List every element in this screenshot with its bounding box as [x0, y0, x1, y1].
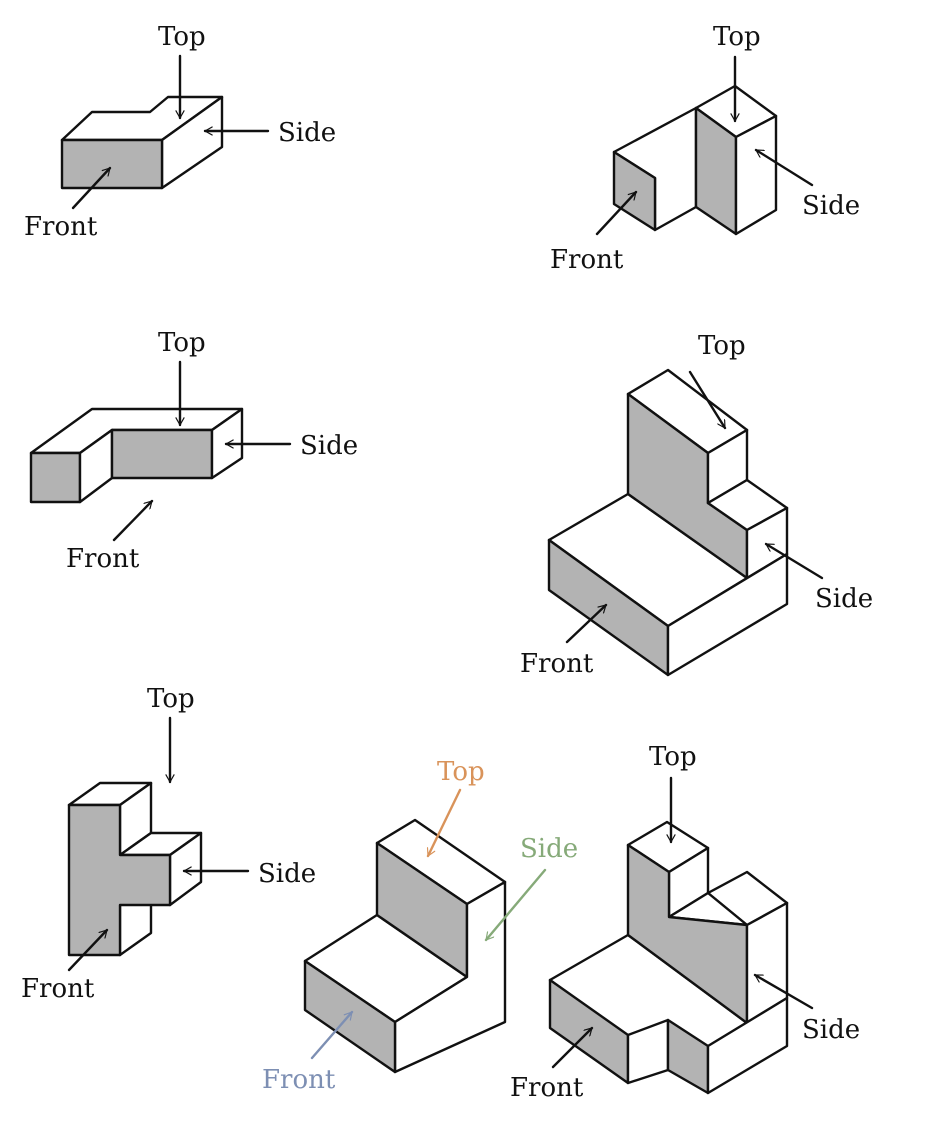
- figure-7-side-arrow: [753, 973, 814, 1010]
- figure-6-side-arrow: [484, 868, 547, 942]
- figure-3-side-label: Side: [300, 431, 358, 461]
- figure-4-side-label: Side: [815, 584, 873, 614]
- figure-7: Top Side Front: [510, 742, 860, 1103]
- figure-1-solid: [60, 95, 224, 190]
- figure-5-front-arrow: [67, 928, 109, 972]
- figure-4: Top Side Front: [520, 331, 873, 679]
- figure-4-side-arrow: [764, 542, 824, 580]
- figure-2-top-label: Top: [713, 22, 761, 52]
- figure-2-solid: [612, 84, 778, 236]
- figure-4-top-arrow: [688, 370, 727, 430]
- figure-1-top-label: Top: [158, 22, 206, 52]
- figure-1: Top Side Front: [24, 22, 336, 242]
- figure-2-front-label: Front: [550, 245, 624, 275]
- figure-4-top-label: Top: [698, 331, 746, 361]
- figure-1-side-label: Side: [278, 118, 336, 148]
- figure-6: Top Side Front: [262, 757, 578, 1095]
- figure-3-front-arrow: [112, 499, 154, 542]
- figure-7-front-arrow: [551, 1026, 594, 1069]
- figure-3-top-label: Top: [158, 328, 206, 358]
- figure-4-solid: [547, 368, 789, 677]
- figure-6-solid: [303, 818, 507, 1074]
- figure-4-front-label: Front: [520, 649, 594, 679]
- figure-1-front-label: Front: [24, 212, 98, 242]
- figure-3-solid: [29, 407, 244, 504]
- figure-6-side-label: Side: [520, 834, 578, 864]
- figure-7-solid: [548, 820, 789, 1095]
- figure-7-top-label: Top: [649, 742, 697, 772]
- figure-5-side-label: Side: [258, 859, 316, 889]
- figure-2-side-arrow: [754, 148, 814, 187]
- figure-6-front-arrow: [310, 1010, 354, 1060]
- figure-5: Top Side Front: [21, 684, 316, 1004]
- figure-2: Top Side Front: [550, 22, 860, 275]
- figure-5-front-label: Front: [21, 974, 95, 1004]
- figure-3-front-label: Front: [66, 544, 140, 574]
- figure-7-side-label: Side: [802, 1015, 860, 1045]
- figure-4-front-arrow: [565, 603, 608, 644]
- figure-5-solid: [67, 781, 203, 957]
- figure-5-top-label: Top: [147, 684, 195, 714]
- figure-6-top-label: Top: [437, 757, 485, 787]
- figure-1-front-arrow: [71, 166, 112, 210]
- figure-6-front-label: Front: [262, 1065, 336, 1095]
- figure-3: Top Side Front: [29, 328, 358, 574]
- figure-2-front-arrow: [595, 190, 638, 236]
- figure-7-front-label: Front: [510, 1073, 584, 1103]
- figure-6-top-arrow: [426, 788, 462, 858]
- figure-2-side-label: Side: [802, 191, 860, 221]
